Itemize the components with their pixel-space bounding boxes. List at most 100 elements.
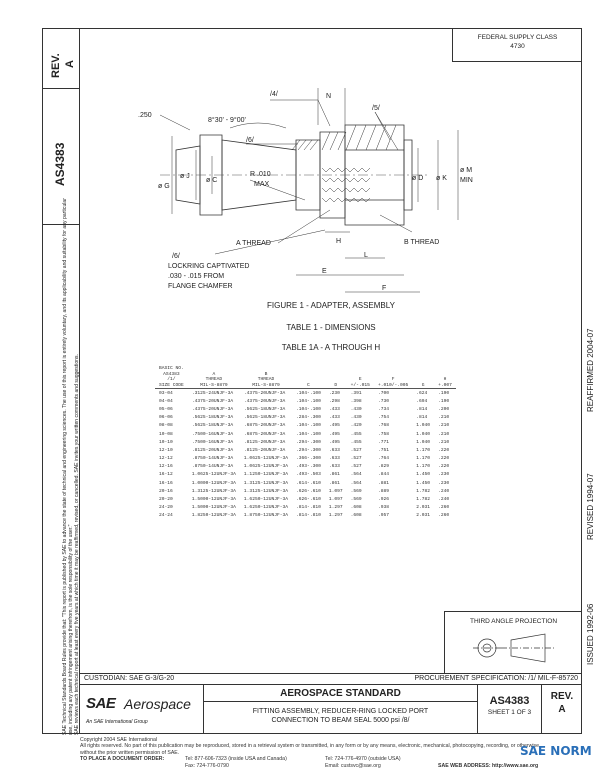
table-cell: 1.450	[416, 472, 431, 478]
table-cell: 1.3125-12UNJF-3A	[243, 488, 289, 494]
hatch-line	[345, 124, 357, 151]
table-cell: .8125-20UNJF-3A	[191, 447, 234, 453]
label-n: N	[326, 93, 331, 100]
table-cell: 24-24	[159, 513, 173, 519]
table-cell: .284-.300	[296, 415, 321, 421]
thread-zigzag	[321, 177, 371, 183]
web-address[interactable]: SAE WEB ADDRESS: http://www.sae.org	[438, 762, 539, 769]
third-angle-projection-box: THIRD ANGLE PROJECTION	[444, 611, 582, 673]
table-cell: .190	[438, 398, 450, 404]
table-cell: .391	[350, 390, 362, 396]
table-cell: 1.6250-12UNJF-3A	[243, 505, 289, 511]
table-cell: .569	[350, 488, 362, 494]
table-cell: .700	[377, 390, 389, 396]
hatch-line	[291, 139, 301, 151]
rights: All rights reserved. No part of this pub…	[80, 743, 541, 756]
label-r: R .010	[250, 171, 271, 178]
label-lock1: LOCKRING CAPTIVATED	[168, 263, 249, 270]
table-cell: .493-.300	[296, 464, 321, 470]
leader-4-diag	[317, 99, 331, 127]
table-cell: .220	[438, 464, 450, 470]
table-cell: .7500-16UNJF-3A	[191, 439, 234, 445]
table-cell: 1.0625-12UNJF-3A	[191, 472, 236, 478]
table-cell: 1.6250-12UNJF-3A	[243, 497, 289, 503]
label-lock2: .030 - .015 FROM	[168, 273, 224, 280]
table-cell: .633	[328, 456, 340, 462]
table-row: 06-06.5625-18UNJF-3A.5625-18UNJF-3A.284-…	[155, 414, 456, 422]
title-center: AEROSPACE STANDARD FITTING ASSEMBLY, RED…	[204, 685, 478, 734]
table-cell: .8125-20UNJF-3A	[243, 447, 286, 453]
table-cell: .6875-20UNJF-3A	[243, 431, 286, 437]
table-header-cell: H+.007	[434, 366, 456, 389]
doc-number: AS4383	[489, 695, 530, 707]
custodian-bar: CUSTODIAN: SAE G-3/G-20 PROCUREMENT SPEC…	[80, 673, 582, 685]
table-cell: .889	[377, 488, 389, 494]
table-cell: .294-.300	[296, 447, 321, 453]
table-cell: 16-16	[159, 480, 173, 486]
right-end-outline	[403, 139, 413, 211]
divider	[42, 224, 79, 225]
angle-arc	[229, 122, 287, 129]
label-phi-c: ø C	[206, 177, 217, 184]
title-line-2: CONNECTION TO BEAM SEAL 5000 psi /8/	[271, 717, 410, 724]
table-cell: .5625-18UNJF-3A	[243, 415, 286, 421]
leader-5b	[374, 111, 399, 151]
table-row: 04-04.4375-20UNJF-3A.4375-20UNJF-3A.104-…	[155, 397, 456, 405]
table-cell: .844	[377, 472, 389, 478]
third-angle-label: THIRD ANGLE PROJECTION	[469, 618, 558, 625]
hatch-line	[337, 131, 347, 151]
table-cell: .564	[350, 480, 362, 486]
table-cell: .527	[350, 456, 362, 462]
label-phi-m: ø M	[460, 167, 472, 174]
table-header-cell: BASIC NO.AS4383/1/SIZE CODE	[155, 366, 188, 389]
thread-zigzag	[321, 167, 371, 173]
table-row: 03-04.3125-24UNJF-3A.4375-20UNJF-3A.104-…	[155, 389, 456, 398]
hatch-line	[309, 139, 319, 151]
table-cell: .5625-18UNJF-3A	[243, 406, 286, 412]
table-cell: .495	[328, 423, 340, 429]
table-cell: .104-.100	[296, 398, 321, 404]
table-cell: .8125-20UNJF-3A	[243, 439, 286, 445]
table-cell: .104-.100	[296, 406, 321, 412]
table-cell: .6875-20UNJF-3A	[243, 423, 286, 429]
label-lock3: FLANGE CHAMFER	[168, 283, 233, 290]
table-cell: 1.782	[416, 497, 431, 503]
table-cell: .430	[350, 415, 362, 421]
table-cell: .4375-20UNJF-3A	[243, 390, 286, 396]
doc-number-block: AS4383 SHEET 1 OF 3	[478, 685, 542, 734]
fax: Fax: 724-776-0790	[185, 762, 229, 769]
table-cell: .751	[377, 447, 389, 453]
hatch-line	[355, 124, 367, 151]
table-cell: 1.8250-12UNJF-3A	[191, 513, 236, 519]
table-cell: 1.170	[416, 456, 431, 462]
label-h: H	[336, 238, 341, 245]
email[interactable]: Email: custsvc@sae.org	[325, 762, 381, 769]
table1a-caption: TABLE 1A - A THROUGH H	[281, 343, 381, 352]
table-cell: .366-.300	[296, 456, 321, 462]
table-cell: 2.031	[416, 505, 431, 511]
table-cell: .758	[377, 431, 389, 437]
hatch-line	[329, 131, 339, 151]
drawing-frame	[42, 28, 582, 734]
table-cell: .230	[438, 480, 450, 486]
leader-b-thread	[379, 214, 413, 233]
table-cell: .694	[416, 398, 428, 404]
table-cell: 1.5000-12UNJF-3A	[191, 497, 236, 503]
table-cell: 1.097	[328, 497, 343, 503]
table-cell: 05-06	[159, 406, 173, 412]
label-phi-k: ø K	[436, 175, 447, 182]
table-cell: .814-.810	[296, 513, 321, 519]
table-cell: .495	[328, 431, 340, 437]
label-note5: /5/	[372, 105, 380, 112]
procurement-spec-text: PROCUREMENT SPECIFICATION: /1/ MIL-F-857…	[414, 675, 579, 682]
table-cell: 1.040	[416, 439, 431, 445]
table-cell: .861	[328, 480, 340, 486]
table-cell: .768	[377, 423, 389, 429]
table-cell: .3125-24UNJF-3A	[191, 390, 234, 396]
leader-a-thread	[277, 209, 331, 244]
table-cell: .220	[438, 456, 450, 462]
